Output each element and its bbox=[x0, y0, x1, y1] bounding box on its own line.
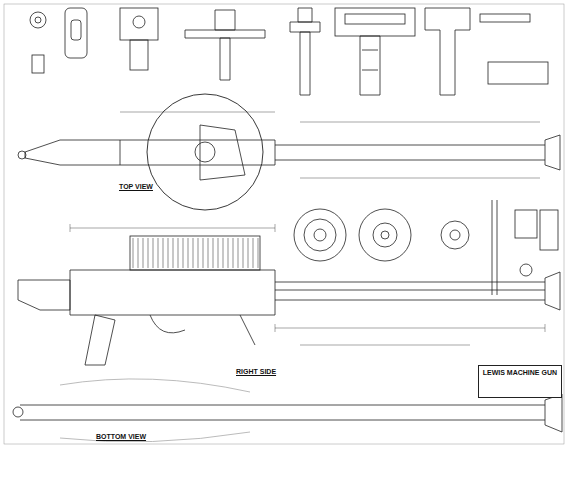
top-view bbox=[18, 94, 560, 210]
dimension-lines bbox=[70, 112, 545, 345]
cooling-fins bbox=[133, 238, 258, 268]
title-text: LEWIS MACHINE GUN bbox=[483, 369, 557, 376]
right-side-view bbox=[18, 236, 560, 365]
sheet-border bbox=[4, 4, 564, 444]
title-block: LEWIS MACHINE GUN bbox=[478, 365, 562, 398]
view-label: RIGHT SIDE bbox=[235, 368, 277, 375]
view-label: TOP VIEW bbox=[118, 183, 154, 190]
detail-parts bbox=[30, 8, 548, 95]
view-label: BOTTOM VIEW bbox=[95, 433, 147, 440]
end-views bbox=[294, 200, 558, 295]
